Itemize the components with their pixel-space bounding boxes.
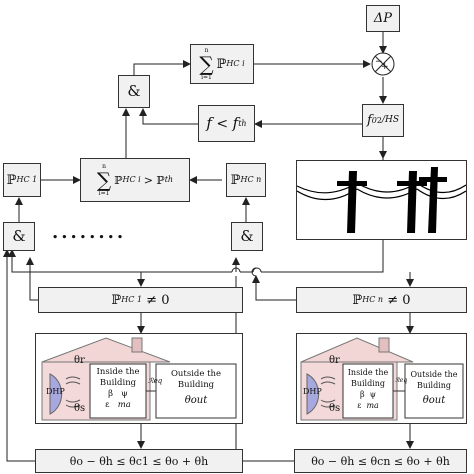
ma-label-right: ma xyxy=(366,401,379,410)
freq-f2: f xyxy=(232,114,239,132)
and-gate-left: & xyxy=(3,222,35,251)
theta-r-left: θr xyxy=(74,355,85,366)
and-gate-right: & xyxy=(231,222,263,251)
hc1-sub: HC 1 xyxy=(16,175,38,184)
theta-s-left: θs xyxy=(74,403,86,414)
req-label-right: ℛeq xyxy=(395,377,408,384)
freq-sub: th xyxy=(238,118,247,128)
dhp-label: DHP xyxy=(46,387,65,396)
inside-label-2: Building xyxy=(99,378,137,388)
hcn-neq-p: ℙ xyxy=(352,292,363,308)
beta-label-right: β xyxy=(360,390,365,399)
delta-p-label: ΔP xyxy=(373,11,393,26)
gain-den: /HS xyxy=(381,115,400,125)
top-sum-lower: i=1 xyxy=(201,74,212,81)
eps-label: ε xyxy=(105,400,110,410)
building-panel-left: DHP θr θs Inside the Building β ψ ε ma ℛ… xyxy=(35,333,243,424)
hcn-neq-sub: HC n xyxy=(362,295,384,304)
and-gate-top-label: & xyxy=(127,82,141,100)
outside-label-2: Building xyxy=(177,380,215,390)
outside-label-2-right: Building xyxy=(416,381,452,390)
inside-label-1-right: Inside the xyxy=(347,368,389,377)
and-gate-right-label: & xyxy=(240,227,254,245)
summing-node: − + xyxy=(371,52,395,76)
top-sum-upper: n xyxy=(204,47,209,54)
hcn-sub: HC n xyxy=(240,175,262,184)
mid-sum-upper: n xyxy=(102,163,106,170)
top-sum-p: ℙ xyxy=(216,56,227,72)
mid-sum-rel: > ℙ xyxy=(143,173,165,187)
ma-label: ma xyxy=(117,400,131,410)
power-lines-block xyxy=(296,160,467,240)
hc1-p: ℙ xyxy=(6,172,17,188)
theta-s-right: θs xyxy=(329,403,341,414)
outside-label-1: Outside the xyxy=(170,369,222,379)
temperature-constraint-left: θo − θh ≤ θc1 ≤ θo + θh xyxy=(35,449,243,473)
eps-label-right: ε xyxy=(357,401,362,410)
constraint-left-text: θo − θh ≤ θc1 ≤ θo + θh xyxy=(69,454,209,468)
mid-sum-p: ℙ xyxy=(114,173,123,187)
building-panel-right: DHP θr θs Inside the Building β ψ ε ma ℛ… xyxy=(296,333,467,424)
inside-label-1: Inside the xyxy=(96,367,140,377)
freq-f: f xyxy=(206,114,212,132)
hcn-p: ℙ xyxy=(230,172,241,188)
inside-label-2-right: Building xyxy=(350,379,386,388)
gain-f: f xyxy=(366,113,372,128)
theta-out-left: θout xyxy=(184,395,208,406)
delta-p-block: ΔP xyxy=(366,5,400,32)
and-gate-left-label: & xyxy=(12,227,26,245)
psi-label-right: ψ xyxy=(369,390,376,399)
req-label-left: ℛeq xyxy=(148,377,163,385)
dhp-label-right: DHP xyxy=(303,387,322,396)
constraint-right-text: θo − θh ≤ θcn ≤ θo + θh xyxy=(311,454,450,468)
mid-sum-lower: i=1 xyxy=(98,190,110,197)
and-gate-top: & xyxy=(118,75,150,108)
top-sum-sub: HC i xyxy=(226,59,245,68)
gain-sup: 2 xyxy=(376,115,382,125)
ellipsis-dots: ........ xyxy=(52,222,127,243)
hcn-neq-rel: ≠ 0 xyxy=(383,292,411,308)
plus-sign: + xyxy=(381,62,389,72)
building-icon-left xyxy=(41,337,237,421)
outside-label-1-right: Outside the xyxy=(410,370,458,379)
psi-label: ψ xyxy=(121,389,128,399)
mid-sum-symbol: ∑ xyxy=(96,168,112,192)
freq-lt: < xyxy=(211,115,233,132)
mid-sum-thsub: th xyxy=(164,175,174,184)
summing-node-icon xyxy=(371,52,395,76)
gain-f-sub: 0 xyxy=(371,115,377,125)
hc1-neq-p: ℙ xyxy=(111,292,122,308)
hc1-neq-rel: ≠ 0 xyxy=(142,292,170,308)
temperature-constraint-right: θo − θh ≤ θcn ≤ θo + θh xyxy=(294,449,467,473)
top-sum-symbol: ∑ xyxy=(199,52,214,76)
mid-sum-sub: HC i xyxy=(122,175,141,184)
beta-label: β xyxy=(108,389,114,399)
power-lines-icon xyxy=(297,167,466,233)
hc1-neq-sub: HC 1 xyxy=(121,295,143,304)
minus-sign: − xyxy=(375,57,383,67)
building-icon-right xyxy=(300,337,464,421)
theta-out-right: θout xyxy=(422,395,446,406)
theta-r-right: θr xyxy=(329,355,340,366)
